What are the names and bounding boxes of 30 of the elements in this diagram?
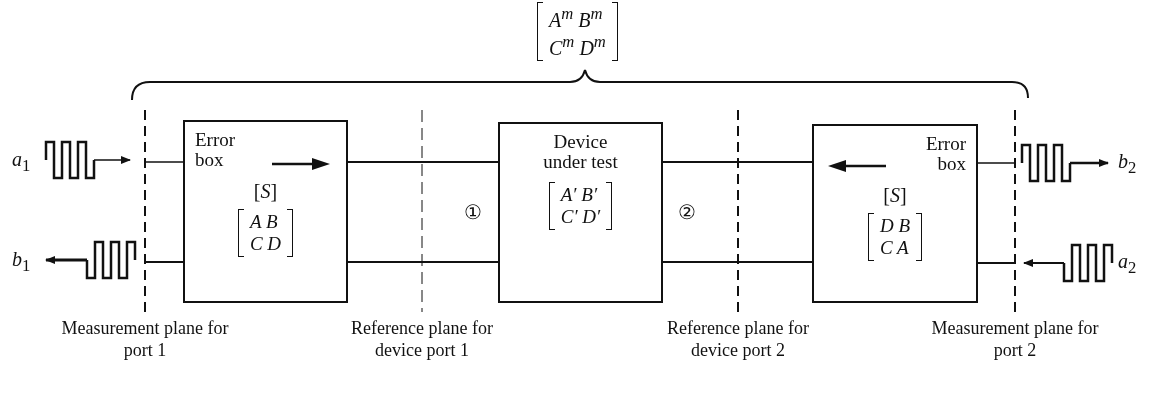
matrix-row-text: A′ B′ — [560, 183, 599, 206]
matrix-row-text: C A — [879, 236, 910, 259]
matrix-row-text: A B — [249, 210, 279, 233]
matrix-symbol: [S] — [253, 179, 278, 203]
block-box — [183, 120, 348, 303]
matrix-row: C′ D′ — [560, 205, 601, 228]
matrix-row-text: A$^{m}$ B$^{m}$ — [549, 4, 604, 32]
block-box — [812, 124, 978, 303]
transmission-line — [348, 260, 498, 264]
box-title: Error box — [195, 130, 237, 170]
matrix-row: C D — [249, 232, 282, 255]
matrix-row: D B — [879, 214, 911, 237]
box-title: Error box — [924, 134, 966, 174]
signal-label: ② — [678, 200, 696, 224]
plane-label: Measurement plane for port 2 — [930, 318, 1100, 362]
matrix-symbol: [S] — [883, 183, 907, 207]
transmission-line — [348, 160, 498, 164]
plane-label: Measurement plane for port 1 — [60, 318, 230, 362]
plane-label: Reference plane for device port 2 — [666, 318, 810, 362]
transmission-line — [663, 160, 812, 164]
signal-label: a$_{2}$ — [1118, 250, 1137, 278]
plane-label: Reference plane for device port 1 — [350, 318, 494, 362]
signal-label: b$_{2}$ — [1118, 150, 1137, 178]
block-box — [498, 122, 663, 303]
signal-label: b$_{1}$ — [12, 248, 31, 276]
box-title: Device under test — [542, 132, 619, 172]
transmission-line — [663, 260, 812, 264]
matrix-row: C$^{m}$ D$^{m}$ — [549, 31, 606, 60]
signal-label: a$_{1}$ — [12, 148, 31, 176]
signal-label: ① — [464, 200, 482, 224]
